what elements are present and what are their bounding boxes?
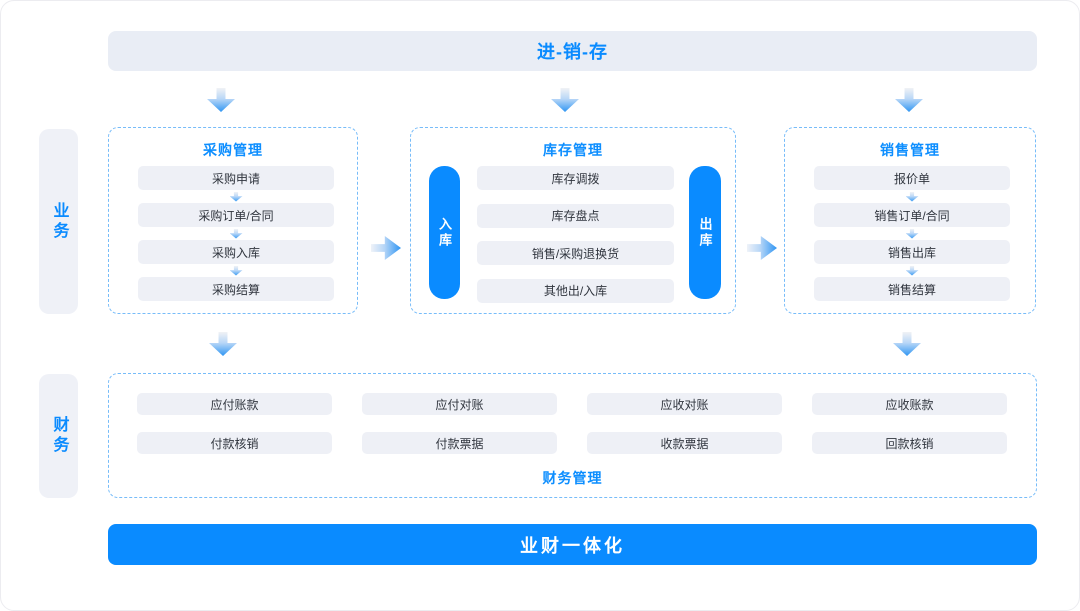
arrow-down-to-purchase-icon	[207, 88, 235, 112]
purchase-group-title: 采购管理	[203, 142, 263, 158]
finance-cell-accounts-receivable: 应收账款	[812, 393, 1007, 415]
arrow-right-purchase-to-inventory-icon	[371, 236, 401, 260]
inventory-item-3: 销售/采购退换货	[477, 241, 674, 265]
sales-step-1: 报价单	[814, 166, 1010, 190]
purchase-step-1: 采购申请	[138, 166, 334, 190]
finance-cell-payable-reconcile: 应付对账	[362, 393, 557, 415]
bottom-banner-label: 业财一体化	[520, 535, 625, 556]
inventory-item-2: 库存盘点	[477, 203, 674, 228]
bottom-banner: 业财一体化	[108, 524, 1037, 565]
group-finance-management: 应付账款 应付对账 应收对账 应收账款 付款核销 付款票据 收款票据 回款核销 …	[108, 373, 1037, 498]
arrow-down-to-inventory-icon	[551, 88, 579, 112]
sales-step-4: 销售结算	[814, 277, 1010, 301]
purchase-step-2: 采购订单/合同	[138, 203, 334, 227]
finance-row-2: 付款核销 付款票据 收款票据 回款核销	[137, 432, 1007, 454]
step-arrow-down-icon	[229, 228, 243, 239]
side-label-business-text: 业务	[50, 201, 68, 242]
finance-cell-accounts-payable: 应付账款	[137, 393, 332, 415]
sales-group-title: 销售管理	[880, 142, 940, 158]
finance-cell-payment-writeoff: 付款核销	[137, 432, 332, 454]
finance-cell-collection-writeoff: 回款核销	[812, 432, 1007, 454]
inbound-pill-text: 入库	[437, 216, 452, 249]
purchase-step-3: 采购入库	[138, 240, 334, 264]
finance-cell-receipt-notes: 收款票据	[587, 432, 782, 454]
sales-steps: 报价单 销售订单/合同 销售出库 销售结算	[814, 166, 1010, 301]
side-label-finance: 财务	[39, 374, 78, 498]
top-banner-label: 进-销-存	[537, 42, 608, 62]
inbound-pill: 入库	[429, 166, 460, 299]
finance-cell-receivable-reconcile: 应收对账	[587, 393, 782, 415]
arrow-down-purchase-to-finance-icon	[209, 332, 237, 356]
inventory-item-1: 库存调拨	[477, 166, 674, 190]
group-purchase-management: 采购管理 采购申请 采购订单/合同 采购入库 采购结算	[108, 127, 358, 314]
side-label-finance-text: 财务	[50, 416, 68, 456]
step-arrow-down-icon	[905, 191, 919, 202]
top-banner: 进-销-存	[108, 31, 1037, 71]
arrow-right-inventory-to-sales-icon	[747, 236, 777, 260]
step-arrow-down-icon	[229, 191, 243, 202]
step-arrow-down-icon	[229, 265, 243, 276]
arrow-down-to-sales-icon	[895, 88, 923, 112]
inventory-item-4: 其他出/入库	[477, 278, 674, 303]
finance-row-1: 应付账款 应付对账 应收对账 应收账款	[137, 393, 1007, 415]
outbound-pill-text: 出库	[697, 216, 713, 249]
side-label-business: 业务	[39, 129, 78, 314]
outbound-pill: 出库	[689, 166, 721, 299]
group-sales-management: 销售管理 报价单 销售订单/合同 销售出库 销售结算	[784, 127, 1036, 314]
inventory-items: 库存调拨 库存盘点 销售/采购退换货 其他出/入库	[477, 166, 674, 303]
sales-step-2: 销售订单/合同	[814, 203, 1010, 227]
arrow-down-sales-to-finance-icon	[893, 332, 921, 356]
finance-group-title: 财务管理	[542, 470, 603, 486]
purchase-steps: 采购申请 采购订单/合同 采购入库 采购结算	[138, 166, 334, 301]
purchase-step-4: 采购结算	[138, 277, 334, 301]
finance-cell-payment-notes: 付款票据	[362, 432, 557, 454]
sales-step-3: 销售出库	[814, 240, 1010, 264]
inventory-group-title: 库存管理	[543, 142, 603, 158]
step-arrow-down-icon	[905, 265, 919, 276]
step-arrow-down-icon	[905, 228, 919, 239]
group-inventory-management: 库存管理 入库 库存调拨 库存盘点 销售/采购退换货 其他出/入库 出库	[410, 127, 736, 314]
